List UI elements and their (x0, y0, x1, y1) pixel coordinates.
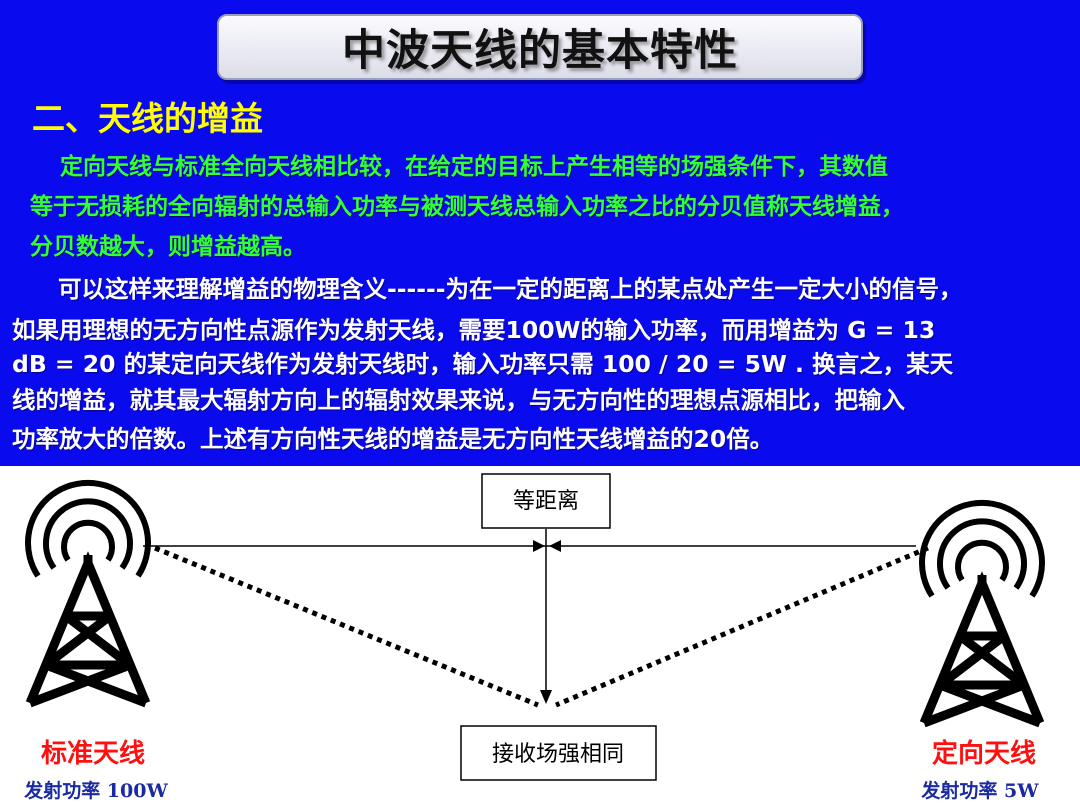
page-title: 中波天线的基本特性 (342, 26, 738, 76)
green-paragraph-line-1: 定向天线与标准全向天线相比较，在给定的目标上产生相等的场强条件下，其数值 (60, 154, 888, 180)
green-paragraph-line-2: 等于无损耗的全向辐射的总输入功率与被测天线总输入功率之比的分贝值称天线增益， (30, 194, 904, 220)
equal-distance-box: 等距离 (481, 473, 611, 529)
left-antenna-icon (25, 479, 151, 708)
white-paragraph-line-3: dB = 20 的某定向天线作为发射天线时，输入功率只需 100 / 20 = … (12, 350, 954, 378)
left-antenna-name: 标准天线 (41, 739, 145, 769)
equal-distance-label: 等距离 (513, 489, 579, 514)
green-paragraph-line-3: 分贝数越大，则增益越高。 (30, 234, 306, 260)
right-antenna-icon (919, 499, 1045, 728)
receive-box: 接收场强相同 (460, 725, 657, 781)
right-antenna-power: 发射功率 5W (920, 779, 1039, 802)
left-signal-path (154, 545, 539, 708)
left-antenna-power: 发射功率 100W (23, 779, 168, 802)
white-paragraph-line-4: 线的增益，就其最大辐射方向上的辐射效果来说，与无方向性的理想点源相比，把输入 (12, 386, 905, 414)
equal-distance-line (143, 529, 916, 552)
right-signal-path (555, 545, 929, 708)
antenna-gain-diagram: 等距离 接收场强相同 标准天线 发射功率 100W 定向天线 发射功率 5W (23, 473, 1045, 802)
white-paragraph-line-5: 功率放大的倍数。上述有方向性天线的增益是无方向性天线增益的20倍。 (12, 425, 774, 453)
content-panel: 中波天线的基本特性 二、天线的增益 定向天线与标准全向天线相比较，在给定的目标上… (0, 0, 1080, 466)
vertical-arrow (540, 546, 552, 704)
title-banner: 中波天线的基本特性 (217, 14, 863, 80)
right-antenna-name: 定向天线 (932, 738, 1036, 769)
white-paragraph-line-1: 可以这样来理解增益的物理含义------为在一定的距离上的某点处产生一定大小的信… (58, 275, 963, 303)
section-heading: 二、天线的增益 (32, 99, 263, 138)
white-paragraph-line-2: 如果用理想的无方向性点源作为发射天线，需要100W的输入功率，而用增益为 G =… (12, 316, 936, 344)
receive-label: 接收场强相同 (492, 742, 624, 767)
